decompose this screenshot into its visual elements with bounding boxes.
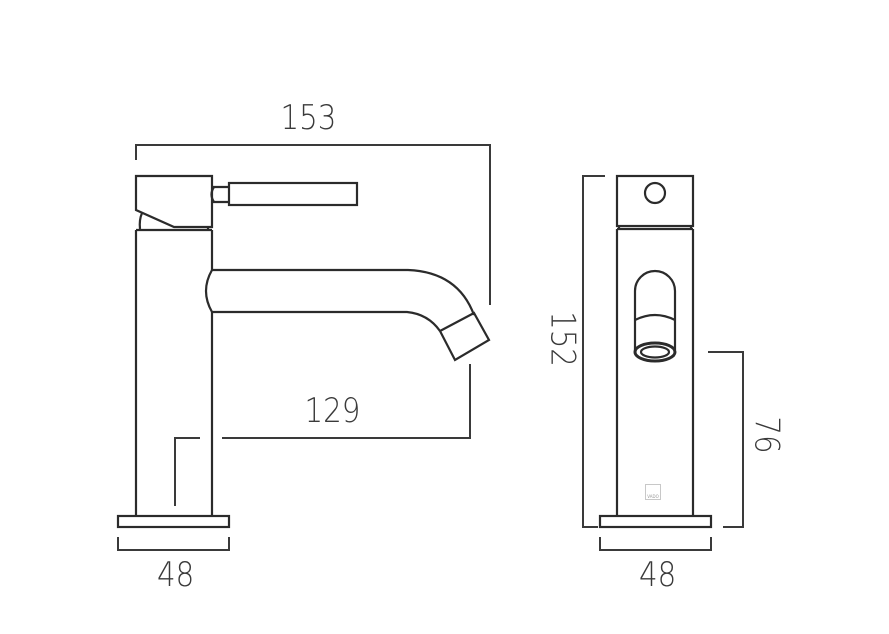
label-spout-height: 76 xyxy=(746,416,787,454)
side-view xyxy=(116,144,491,551)
lever-head-support xyxy=(138,212,144,230)
base-plate-front xyxy=(598,514,713,529)
spout-bottom xyxy=(212,310,441,332)
dimension-line-152 xyxy=(582,175,605,528)
tap-body-front xyxy=(615,229,695,516)
lever-connector xyxy=(210,185,229,204)
spout-rear-curve xyxy=(204,269,213,313)
label-base-width-side: 48 xyxy=(157,555,195,595)
brand-logo-text: VADO xyxy=(647,494,659,499)
spout-front xyxy=(633,269,677,350)
lever-head-front xyxy=(615,174,695,228)
collar-front xyxy=(617,226,693,231)
aerator-front-inner xyxy=(639,345,671,359)
dimension-line-129 xyxy=(222,364,471,439)
base-plate-side xyxy=(116,514,231,529)
front-view xyxy=(582,174,744,551)
lever-stem-circle xyxy=(643,181,667,205)
dimension-line-48-side xyxy=(117,537,230,551)
dimension-line-129-left xyxy=(174,437,200,506)
lever-head xyxy=(134,174,214,229)
lever-handle xyxy=(227,181,359,207)
spout-front-joint xyxy=(634,313,676,321)
label-spout-reach: 129 xyxy=(304,391,361,431)
label-base-width-front: 48 xyxy=(639,555,677,595)
dimension-line-76 xyxy=(708,351,744,528)
label-overall-width: 153 xyxy=(280,98,337,138)
aerator xyxy=(438,311,491,362)
spout-top xyxy=(212,268,476,316)
dimension-line-153 xyxy=(135,144,491,305)
label-overall-height: 152 xyxy=(542,311,583,367)
aerator-front-outer xyxy=(633,341,677,363)
dimension-line-48-front xyxy=(599,537,712,551)
brand-logo: VADO xyxy=(645,484,661,500)
